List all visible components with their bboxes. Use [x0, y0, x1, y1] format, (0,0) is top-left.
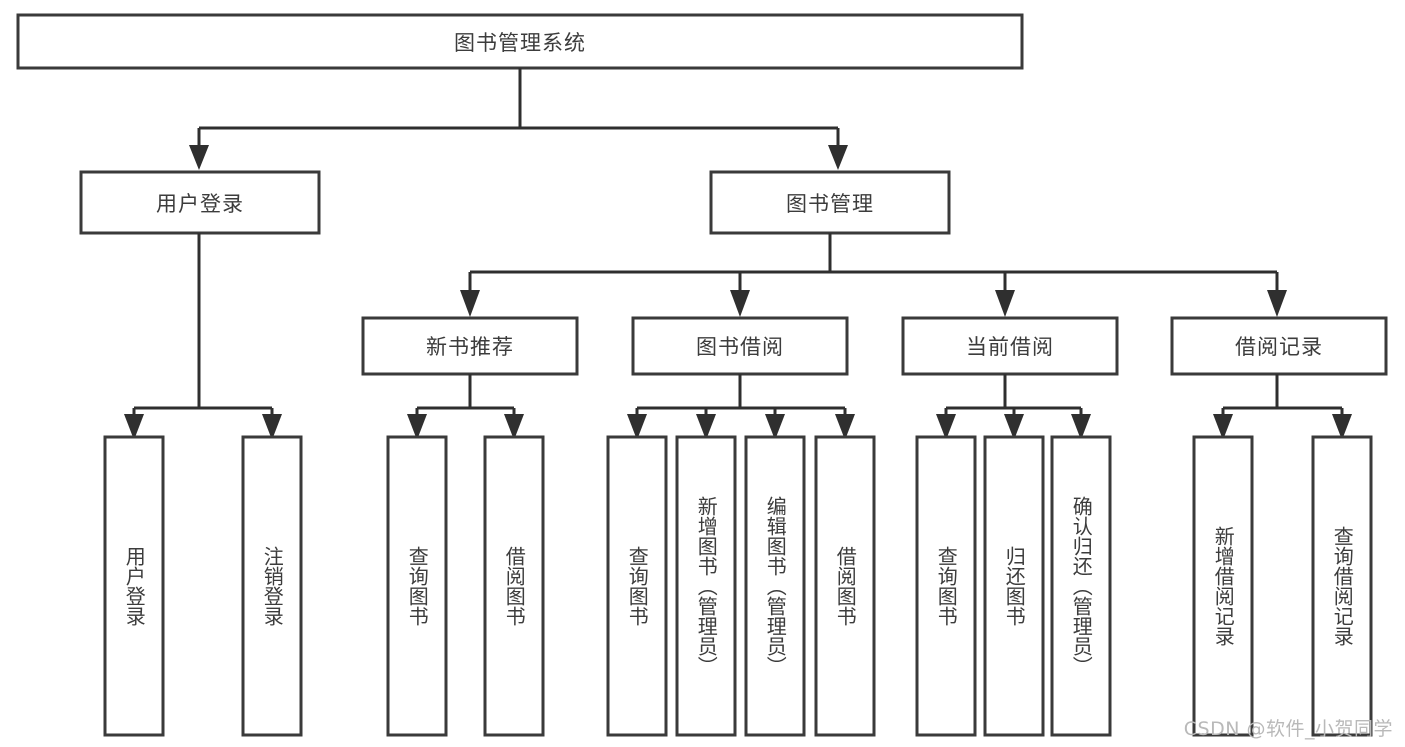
leaf-box-book-borrow-1[interactable]: [606, 435, 668, 737]
arrow-head-borrow-record: [1267, 290, 1287, 317]
connector-book-borrow-split: [635, 374, 847, 422]
arrow-head-leaf-book-borrow-3: [765, 414, 785, 440]
arrow-head-leaf-new-book-1: [407, 414, 427, 440]
arrow-head-new-book: [460, 290, 480, 317]
arrow-head-leaf-new-book-2: [504, 414, 524, 440]
node-box-root[interactable]: [16, 13, 1024, 70]
connector-borrow-record-split: [1221, 374, 1344, 422]
arrow-head-user-login: [189, 145, 209, 170]
arrow-head-current-borrow: [995, 290, 1015, 317]
arrow-head-leaf-current-borrow-2: [1004, 414, 1024, 440]
arrow-head-book-manage: [828, 145, 848, 170]
connector-new-book-split: [415, 374, 516, 422]
node-box-book-manage[interactable]: [709, 170, 951, 235]
leaf-box-new-book-2[interactable]: [483, 435, 545, 737]
arrow-head-book-borrow: [730, 290, 750, 317]
leaf-box-borrow-record-2[interactable]: [1311, 435, 1373, 737]
leaf-box-book-borrow-3[interactable]: [744, 435, 806, 737]
node-box-user-login[interactable]: [79, 170, 321, 235]
leaf-box-user-login-1[interactable]: [103, 435, 165, 737]
arrow-head-leaf-current-borrow-1: [936, 414, 956, 440]
leaf-box-new-book-1[interactable]: [386, 435, 448, 737]
arrow-head-leaf-borrow-record-1: [1213, 414, 1233, 440]
node-box-new-book-recommend[interactable]: [361, 316, 579, 376]
leaf-box-current-borrow-3[interactable]: [1050, 435, 1112, 737]
arrow-head-leaf-borrow-record-2: [1332, 414, 1352, 440]
arrow-head-leaf-book-borrow-1: [627, 414, 647, 440]
leaf-box-book-borrow-4[interactable]: [814, 435, 876, 737]
leaf-box-current-borrow-1[interactable]: [915, 435, 977, 737]
leaf-box-borrow-record-1[interactable]: [1192, 435, 1254, 737]
connector-book-manage-split: [468, 233, 1279, 294]
leaf-box-book-borrow-2[interactable]: [675, 435, 737, 737]
watermark-text: CSDN @软件_小贺同学: [1183, 718, 1393, 740]
connector-root-to-level2: [197, 68, 840, 150]
arrow-head-leaf-current-borrow-3: [1071, 414, 1091, 440]
connector-user-login-split: [132, 233, 274, 422]
leaf-box-user-login-2[interactable]: [241, 435, 303, 737]
arrow-head-leaf-user-login-2: [262, 414, 282, 440]
node-box-borrow-record[interactable]: [1170, 316, 1388, 376]
leaf-box-current-borrow-2[interactable]: [983, 435, 1045, 737]
arrow-head-leaf-user-login-1: [124, 414, 144, 440]
arrow-head-leaf-book-borrow-2: [696, 414, 716, 440]
node-box-current-borrow[interactable]: [901, 316, 1119, 376]
node-box-book-borrow[interactable]: [631, 316, 849, 376]
arrow-head-leaf-book-borrow-4: [835, 414, 855, 440]
